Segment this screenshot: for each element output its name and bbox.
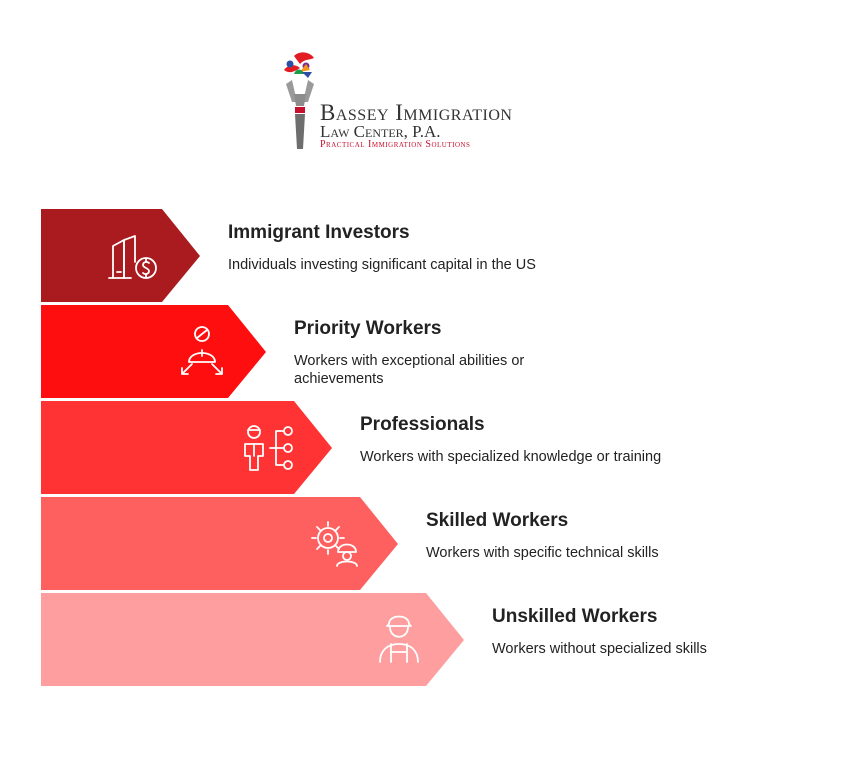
- tier-title: Unskilled Workers: [492, 606, 658, 627]
- tier-arrow-priority-workers: [41, 305, 266, 398]
- tier-description: Individuals investing significant capita…: [228, 257, 536, 273]
- tier-description: Workers with specialized knowledge or tr…: [360, 449, 662, 465]
- tier-skilled-workers: Skilled Workers Workers with specific te…: [426, 510, 826, 562]
- company-logo: Bassey Immigration Law Center, P.A. Prac…: [280, 50, 570, 160]
- tier-description: Workers with exceptional abilities or ac…: [294, 353, 525, 387]
- laborer-icon: [379, 615, 419, 663]
- tier-title: Immigrant Investors: [228, 222, 410, 243]
- tier-arrow-unskilled-workers: [41, 593, 464, 686]
- tier-arrow-immigrant-investors: [41, 209, 200, 302]
- torch-with-figures-icon: [284, 52, 314, 149]
- tier-immigrant-investors: Immigrant Investors Individuals investin…: [228, 222, 648, 274]
- tier-description: Workers without specialized skills: [492, 641, 707, 657]
- tier-arrow-skilled-workers: [41, 497, 398, 590]
- logo-name-line1: Bassey Immigration: [320, 100, 513, 125]
- person-arrows-icon: [181, 326, 223, 375]
- logo-name-line2: Law Center, P.A.: [320, 122, 441, 141]
- tier-title: Professionals: [360, 414, 485, 435]
- tier-unskilled-workers: Unskilled Workers Workers without specia…: [492, 606, 832, 658]
- tier-arrow-professionals: [41, 401, 332, 494]
- buildings-dollar-icon: [108, 235, 157, 279]
- tier-title: Priority Workers: [294, 318, 442, 339]
- logo-tagline: Practical Immigration Solutions: [320, 139, 471, 150]
- tier-professionals: Professionals Workers with specialized k…: [360, 414, 760, 466]
- tier-title: Skilled Workers: [426, 510, 569, 531]
- professional-network-icon: [244, 425, 293, 471]
- gear-worker-icon: [311, 521, 358, 567]
- tier-description: Workers with specific technical skills: [426, 545, 659, 561]
- tier-priority-workers: Priority Workers Workers with exceptiona…: [294, 318, 584, 388]
